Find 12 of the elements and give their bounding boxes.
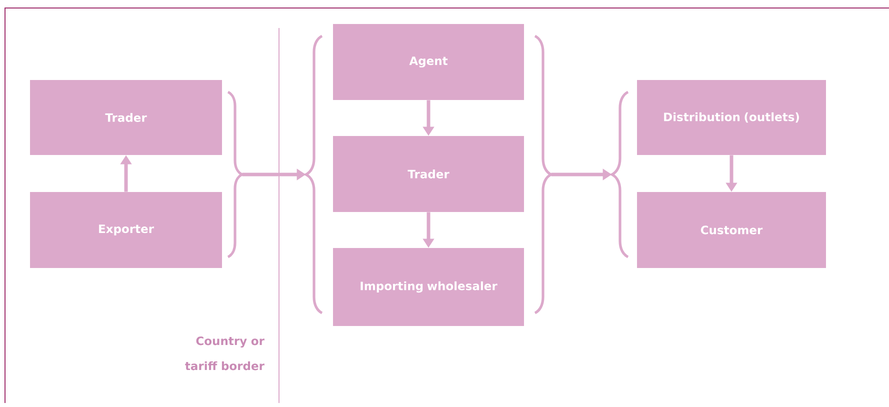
- brace: [534, 34, 552, 314]
- process-box: Customer: [637, 192, 826, 268]
- process-box: Trader: [333, 136, 524, 212]
- process-box: Distribution (outlets): [637, 80, 826, 155]
- process-box: Exporter: [30, 192, 222, 268]
- brace: [304, 34, 323, 314]
- border-caption: Country or tariff border: [185, 336, 264, 370]
- process-box: Trader: [30, 80, 222, 155]
- process-box: Importing wholesaler: [333, 248, 524, 326]
- process-box: Agent: [333, 24, 524, 100]
- brace: [610, 90, 629, 258]
- brace: [227, 90, 244, 258]
